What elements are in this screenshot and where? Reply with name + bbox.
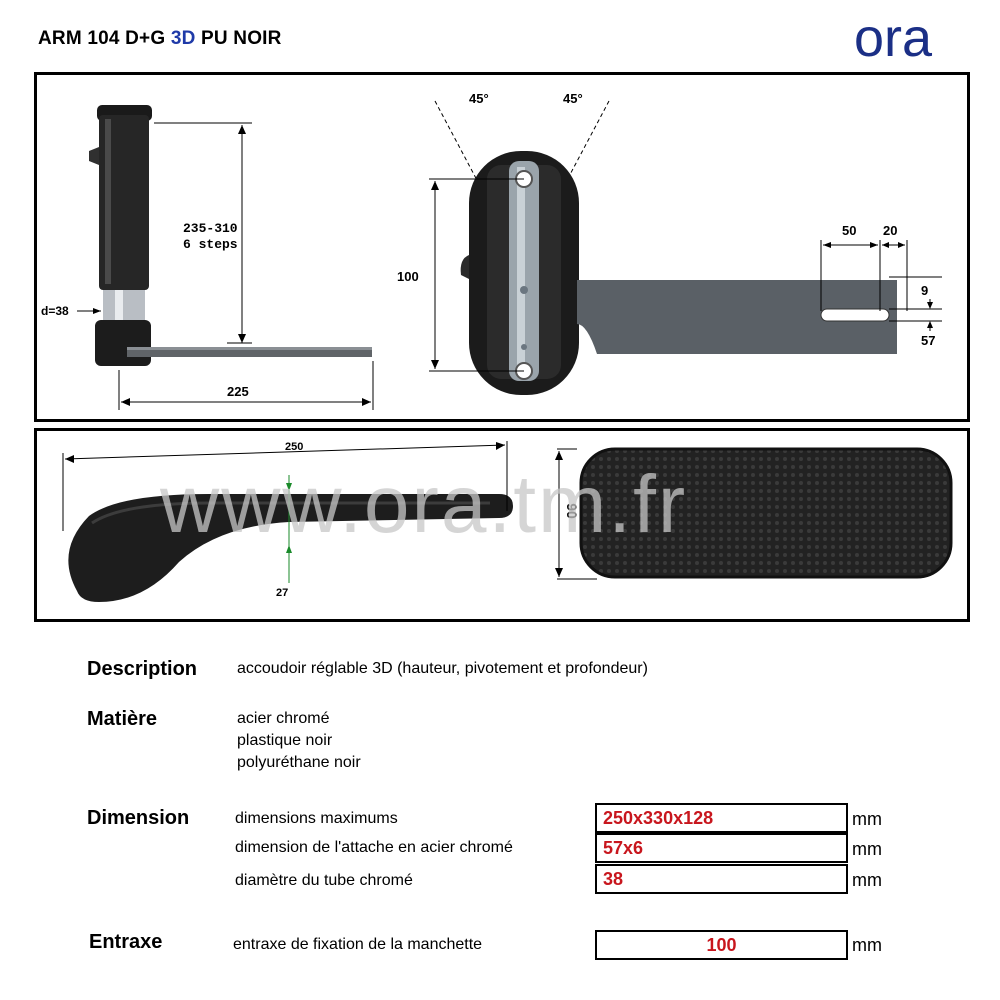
chrome-tube — [103, 290, 145, 320]
steel-plate-shine — [517, 167, 525, 375]
steel-bracket — [127, 347, 372, 357]
watermark: www.ora.tm.fr — [160, 459, 688, 550]
description-text: accoudoir réglable 3D (hauteur, pivoteme… — [237, 660, 648, 677]
material-item: acier chromé — [237, 710, 330, 727]
top-drawing — [77, 100, 942, 410]
bottom-drawing — [62, 441, 953, 602]
tube-knob — [89, 147, 99, 165]
hole-spacing-label: 100 — [397, 269, 419, 284]
pad-length-label: 250 — [285, 441, 304, 453]
entraxe-value: 100 — [706, 935, 737, 955]
armpad-top — [581, 449, 951, 577]
angle-right-label: 45° — [563, 91, 583, 106]
entraxe-unit: mm — [852, 935, 882, 955]
slot — [820, 308, 890, 322]
top-drawing-panel: 235-310 6 steps d=38 225 45° 45° 100 50 … — [34, 72, 970, 422]
height-range-label: 235-310 — [183, 221, 238, 236]
dimension-row-name: dimension de l'attache en acier chromé — [235, 839, 513, 856]
dimension-unit: mm — [852, 839, 882, 859]
bottom-drawing-panel: 250 27 90 — [34, 428, 970, 622]
dimension-label: Dimension — [87, 807, 190, 829]
dimension-row-name: diamètre du tube chromé — [235, 872, 413, 889]
tube-outer — [99, 115, 149, 290]
description-label: Description — [87, 658, 198, 680]
dimension-value: 250x330x128 — [603, 808, 714, 828]
dimension-value: 57x6 — [603, 838, 644, 858]
ora-logo: ora — [854, 12, 933, 64]
product-title: ARM 104 D+G 3D PU NOIR — [38, 28, 282, 50]
dimension-row-name: dimensions maximums — [235, 810, 398, 827]
tube-highlight — [105, 119, 111, 284]
entraxe-label: Entraxe — [89, 931, 163, 953]
steel-bracket-edge — [127, 347, 372, 350]
material-label: Matière — [87, 708, 158, 730]
slot-width-label: 9 — [921, 283, 929, 298]
title-highlight: 3D — [170, 28, 196, 49]
title-part-1: ARM 104 D+G — [38, 28, 171, 49]
side-tab — [460, 255, 469, 279]
bracket-length-label: 225 — [227, 384, 249, 399]
tube-diameter-label: d=38 — [41, 304, 69, 318]
material-item: polyuréthane noir — [237, 754, 361, 771]
angle-left-label: 45° — [469, 91, 489, 106]
pad-thickness-label: 27 — [276, 587, 289, 599]
bracket-arm — [577, 280, 897, 354]
tube-base — [95, 320, 151, 366]
armpad-profile — [68, 494, 513, 602]
entraxe-name: entraxe de fixation de la manchette — [233, 936, 483, 953]
entraxe-value-box: 100 — [595, 930, 848, 960]
dimension-value-box: 38 — [595, 864, 848, 894]
dimension-unit: mm — [852, 809, 882, 829]
dimension-value-box: 250x330x128 — [595, 803, 848, 833]
title-part-2: PU NOIR — [195, 28, 282, 49]
dimension-value-box: 57x6 — [595, 833, 848, 863]
height-steps-label: 6 steps — [183, 237, 238, 252]
dimension-unit: mm — [852, 870, 882, 890]
logo-text: ora — [854, 12, 933, 64]
material-item: plastique noir — [237, 732, 333, 749]
slot-length-label: 50 — [842, 223, 857, 238]
chrome-shine — [115, 290, 123, 320]
slot-offset-label: 20 — [883, 223, 898, 238]
bracket-width-label: 57 — [921, 333, 936, 348]
dimension-value: 38 — [603, 869, 624, 889]
